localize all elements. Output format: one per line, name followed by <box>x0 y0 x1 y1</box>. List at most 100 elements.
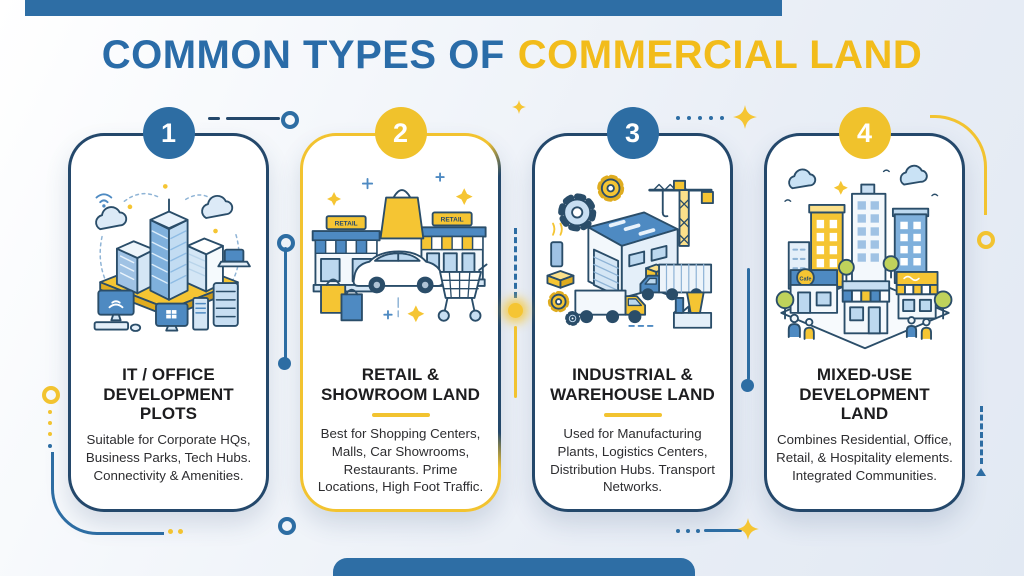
server-icon <box>212 282 239 327</box>
card-number-badge-2: 2 <box>374 107 427 159</box>
sparkle-icon <box>733 105 757 129</box>
connector-vline <box>284 247 287 359</box>
shop-right <box>895 271 938 320</box>
desktop-pc-icon <box>154 297 209 332</box>
monitor-icon <box>93 289 141 332</box>
accent-dot <box>676 529 680 533</box>
cards-row: 1 <box>68 107 965 512</box>
card-number-badge-4: 4 <box>838 107 891 159</box>
card-description: Combines Residential, Office, Retail, & … <box>776 432 953 483</box>
card-retail-showroom: 2 RETAIL <box>300 107 501 512</box>
accent-dot <box>168 529 173 534</box>
title-part-yellow: COMMERCIAL LAND <box>517 33 923 77</box>
illustration-area <box>76 152 262 356</box>
accent-ring-yellow <box>977 231 995 249</box>
laptop-icon <box>216 248 251 268</box>
it-office-illustration <box>93 184 251 332</box>
connector-curve <box>51 452 164 535</box>
truck-left <box>573 289 646 324</box>
illustration-area <box>540 152 726 356</box>
shopping-cart-icon <box>437 263 487 322</box>
card-body: RETAIL <box>303 136 498 509</box>
smokestack-icon <box>549 222 563 268</box>
star-sparkle <box>833 180 848 195</box>
card-title: RETAIL & SHOWROOM LAND <box>320 365 480 404</box>
card-title: IT / OFFICE DEVELOPMENT PLOTS <box>103 365 234 424</box>
card-number-badge-3: 3 <box>606 107 659 159</box>
card-mixed-use: 4 <box>764 107 965 512</box>
connector-dot <box>741 379 754 392</box>
cloud-icon <box>787 168 816 190</box>
card-description: Used for Manufacturing Plants, Logistics… <box>550 426 715 495</box>
title-divider <box>603 413 662 418</box>
cafe-sign-text: Cafe <box>799 276 811 282</box>
office-tower-center <box>850 183 886 283</box>
connector-dashed-vline <box>980 406 983 464</box>
accent-dot <box>696 529 700 533</box>
accent-dot <box>720 116 724 120</box>
connector-ring <box>281 111 299 129</box>
awning-stripes <box>420 235 484 251</box>
accent-dot <box>48 410 52 414</box>
mixed-use-illustration: Cafe <box>775 164 952 350</box>
bottom-accent-bar <box>333 558 695 576</box>
gear-icon-large <box>557 193 596 232</box>
car-icon <box>352 250 444 294</box>
tree-icons <box>775 255 952 320</box>
card-body: INDUSTRIAL & WAREHOUSE LAND Used for Man… <box>535 136 730 509</box>
cafe-storefront: Cafe <box>789 268 838 314</box>
accent-ring-yellow <box>42 386 60 404</box>
accent-dot <box>687 116 691 120</box>
top-accent-bar <box>25 0 782 16</box>
wifi-icon <box>95 193 112 208</box>
card-number-badge-1: 1 <box>142 107 195 159</box>
badge-number: 4 <box>856 117 873 148</box>
accent-dot <box>48 432 52 436</box>
title-divider <box>371 413 430 418</box>
gear-icon-yellow <box>596 174 624 202</box>
card-title: MIXED-USE DEVELOPMENT LAND <box>799 365 930 424</box>
people-icons <box>787 313 932 340</box>
cloud-icon <box>899 164 928 186</box>
connector-line <box>226 117 280 120</box>
store-sign-text: RETAIL <box>334 220 357 227</box>
retail-showroom-illustration: RETAIL <box>311 172 487 323</box>
badge-number: 3 <box>624 117 641 148</box>
plus-sparkle <box>382 310 393 320</box>
connector-vline <box>747 268 750 380</box>
card-industrial-warehouse: 3 <box>532 107 733 512</box>
awning-stripes <box>314 239 378 255</box>
connector-curve-yellow <box>930 115 987 215</box>
sparkle-icon <box>737 518 759 540</box>
accent-dot <box>686 529 690 533</box>
star-sparkle <box>455 188 473 205</box>
star-sparkle <box>326 191 341 206</box>
accent-dot <box>178 529 183 534</box>
office-building-left <box>115 240 155 295</box>
badge-number: 2 <box>392 117 409 148</box>
accent-dot <box>48 444 52 448</box>
shop-center <box>841 280 890 335</box>
shopping-bag-large <box>379 189 424 240</box>
shopping-bags-small <box>319 278 363 322</box>
connector-dot <box>278 357 291 370</box>
connector-ring <box>278 517 296 535</box>
connector-vline-yellow <box>514 326 517 398</box>
gear-icons-small <box>547 291 580 326</box>
connector-dash <box>208 117 220 120</box>
store-sign-text: RETAIL <box>440 217 463 224</box>
glow-dot <box>508 303 523 318</box>
cloud-icon <box>94 206 127 231</box>
sparkle-icon <box>512 100 526 114</box>
plus-sparkle <box>361 172 445 190</box>
office-tower <box>148 198 189 301</box>
factory-icon <box>672 291 712 329</box>
card-body: Cafe <box>767 136 962 509</box>
accent-dot <box>48 421 52 425</box>
accent-dot <box>709 116 713 120</box>
connector-dashed-vline <box>514 228 517 298</box>
accent-dot <box>676 116 680 120</box>
accent-dots <box>127 184 218 234</box>
